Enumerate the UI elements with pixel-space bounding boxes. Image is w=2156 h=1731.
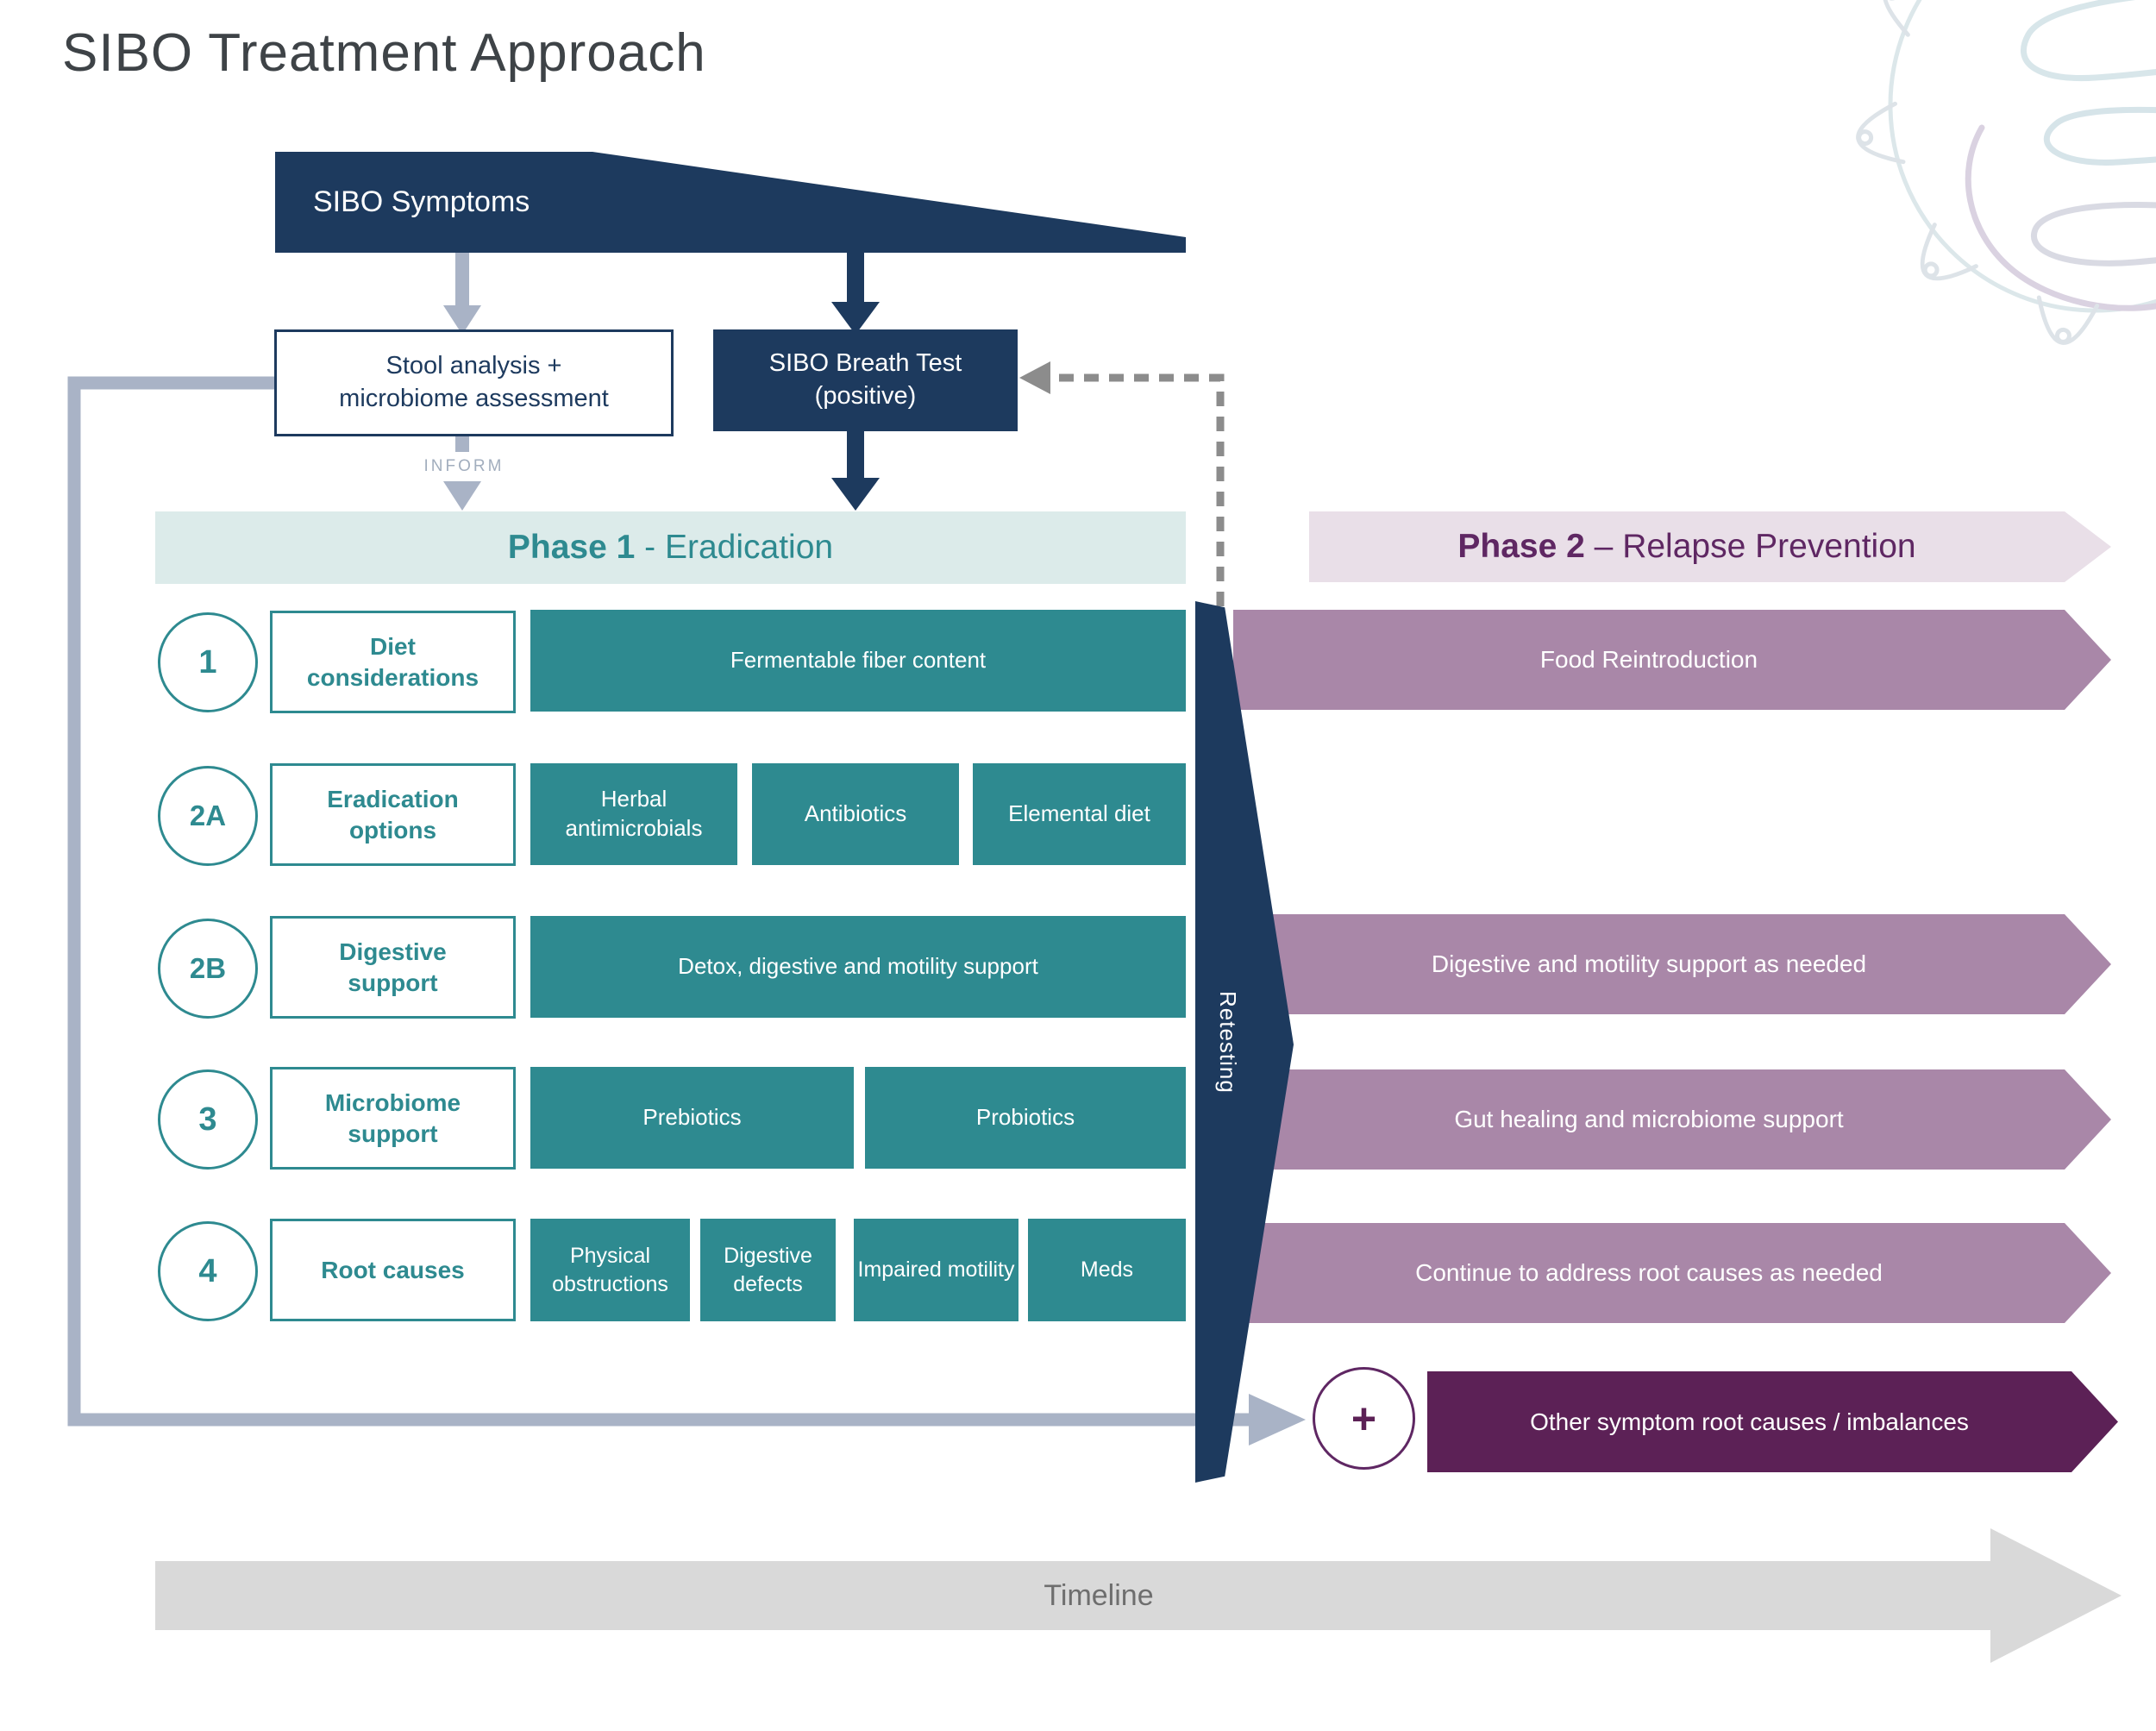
down-arrow-navy-1 [831, 253, 880, 335]
stool-analysis-box: Stool analysis + microbiome assessment [274, 329, 674, 436]
row3-box-prebiotics: Prebiotics [530, 1067, 854, 1169]
page-title: SIBO Treatment Approach [62, 23, 706, 83]
row1-label-box: Diet considerations [270, 611, 516, 713]
phase1-title-bold: Phase 1 [507, 529, 636, 566]
down-arrow-navy-2 [831, 431, 880, 511]
phase2-bar-digestive-motility: Digestive and motility support as needed [1233, 914, 2111, 1014]
row4-box-physical-obstructions: Physical obstructions [530, 1219, 690, 1321]
row1-box-fermentable-fiber: Fermentable fiber content [530, 610, 1186, 712]
other-symptom-bar: Other symptom root causes / imbalances [1427, 1371, 2118, 1472]
intestines-mandala-decoration [1856, 0, 2156, 345]
phase2-title-bold: Phase 2 [1457, 528, 1585, 565]
timeline-arrow [155, 1528, 2122, 1663]
retesting-label: Retesting [1215, 990, 1241, 1094]
phase2-header: Phase 2 – Relapse Prevention [1309, 511, 2111, 582]
row2a-box-antibiotics: Antibiotics [752, 763, 959, 865]
row4-box-impaired-motility: Impaired motility [854, 1219, 1018, 1321]
row4-number-circle: 4 [158, 1221, 258, 1321]
row1-number-circle: 1 [158, 612, 258, 712]
breath-test-text: SIBO Breath Test (positive) [768, 349, 962, 410]
stool-analysis-text: Stool analysis + microbiome assessment [339, 352, 609, 412]
row2b-number-circle: 2B [158, 919, 258, 1019]
row4-box-meds: Meds [1028, 1219, 1186, 1321]
stool-to-plus-connector [67, 376, 1306, 1446]
timeline-label: Timeline [1044, 1578, 1154, 1612]
sibo-symptoms-label: SIBO Symptoms [313, 185, 530, 218]
row2a-box-herbal-antimicrobials: Herbal antimicrobials [530, 763, 737, 865]
phase2-bar-gut-healing: Gut healing and microbiome support [1233, 1069, 2111, 1170]
row3-box-probiotics: Probiotics [865, 1067, 1186, 1169]
row2a-label-box: Eradication options [270, 763, 516, 866]
row3-label-box: Microbiome support [270, 1067, 516, 1170]
row2a-box-elemental-diet: Elemental diet [973, 763, 1186, 865]
row2a-number-circle: 2A [158, 766, 258, 866]
row3-number-circle: 3 [158, 1069, 258, 1170]
row4-label-box: Root causes [270, 1219, 516, 1321]
row4-box-digestive-defects: Digestive defects [700, 1219, 836, 1321]
breath-test-box: SIBO Breath Test (positive) [713, 329, 1018, 431]
phase2-bar-food-reintroduction: Food Reintroduction [1233, 610, 2111, 710]
inform-label: INFORM [414, 452, 514, 481]
phase2-bar-root-causes: Continue to address root causes as neede… [1233, 1223, 2111, 1323]
down-arrow-gray-1 [443, 253, 481, 335]
phase1-header: Phase 1 - Eradication [155, 511, 1186, 584]
plus-icon: + [1351, 1394, 1377, 1443]
row2b-box-detox-support: Detox, digestive and motility support [530, 916, 1186, 1018]
retest-dashed-arrow [1019, 361, 1225, 606]
phase1-title-rest: - Eradication [635, 529, 834, 566]
phase2-title-rest: – Relapse Prevention [1584, 528, 1916, 565]
row2b-label-box: Digestive support [270, 916, 516, 1019]
plus-circle: + [1313, 1367, 1415, 1470]
sibo-symptoms-banner-shape [275, 152, 1186, 253]
